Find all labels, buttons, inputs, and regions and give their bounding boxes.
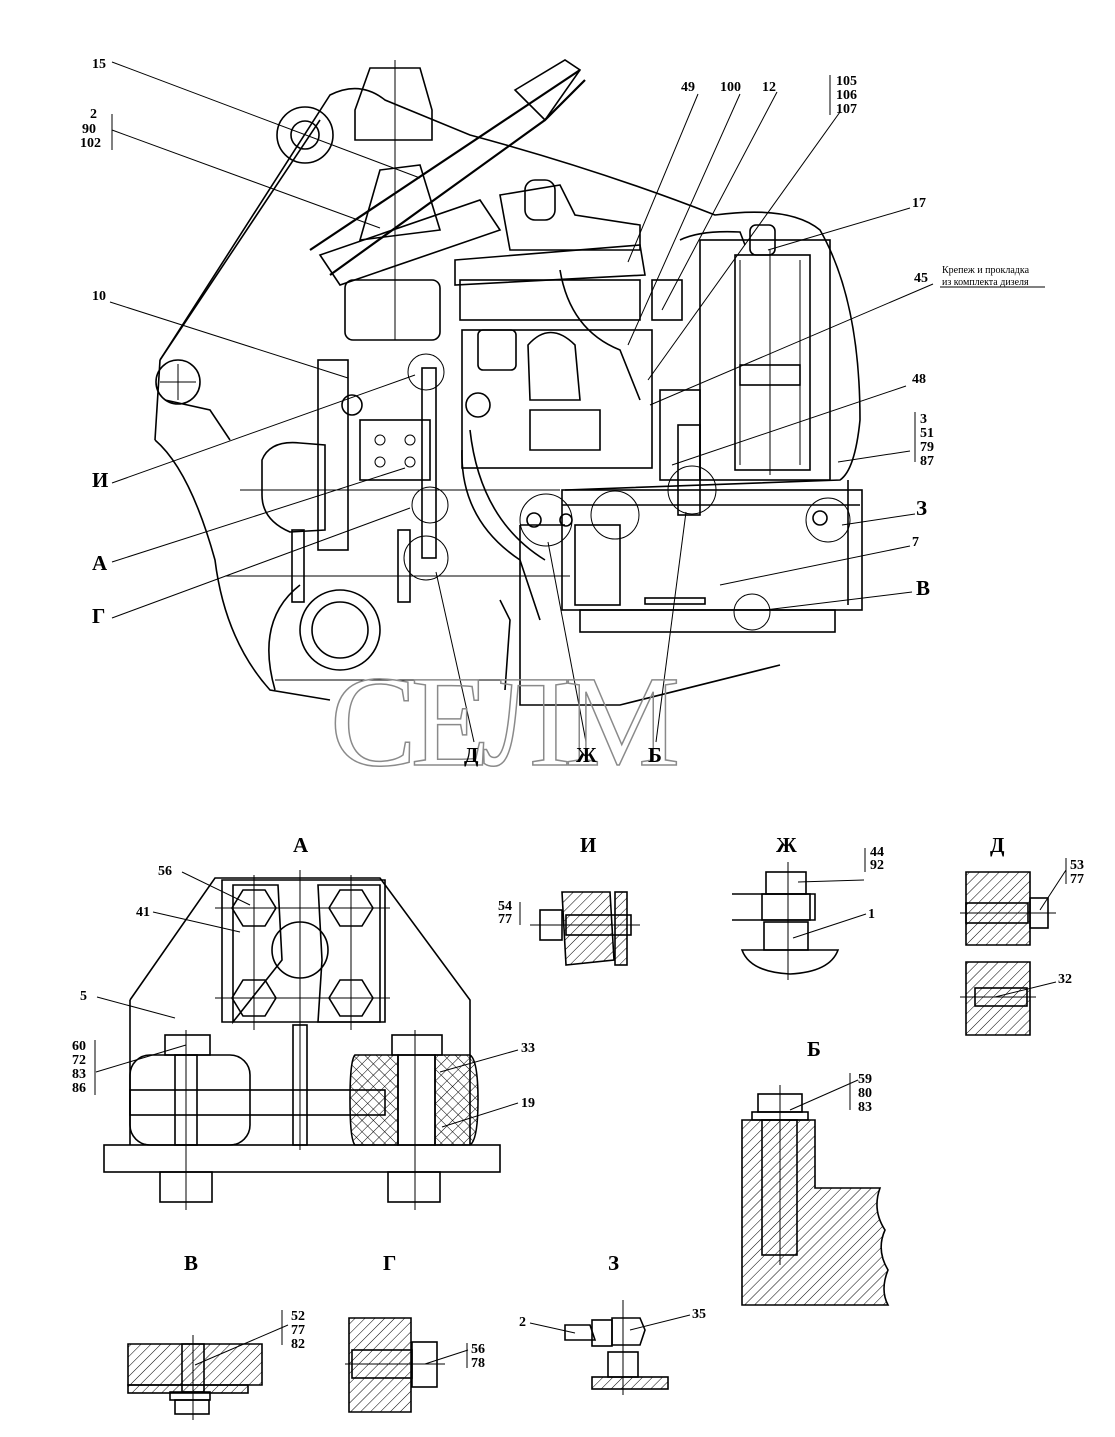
detail-i-callout-77: 77 (498, 912, 512, 927)
callout-17: 17 (912, 196, 926, 211)
callout-87: 87 (920, 454, 934, 469)
callout-107: 107 (836, 102, 857, 117)
detail-i-title: И (580, 833, 596, 857)
detail-g-callout-56: 56 (471, 1342, 485, 1357)
view-marker-b: Б (648, 743, 662, 767)
detail-v-callout-77: 77 (291, 1323, 305, 1338)
detail-view-a (94, 870, 519, 1210)
view-marker-zh: Ж (576, 743, 597, 767)
detail-view-v (127, 1310, 289, 1420)
callout-7: 7 (912, 535, 919, 550)
detail-d-callout-77: 77 (1070, 872, 1084, 887)
detail-a-callout-33: 33 (521, 1041, 535, 1056)
view-marker-z: З (916, 496, 927, 520)
callout-12: 12 (762, 80, 776, 95)
callout-2: 2 (90, 107, 97, 122)
detail-a-callout-60: 60 (72, 1039, 86, 1054)
detail-view-zh (732, 848, 867, 980)
callout-3: 3 (920, 412, 927, 427)
callout-100: 100 (720, 80, 741, 95)
callout-48: 48 (912, 372, 926, 387)
detail-view-d (960, 858, 1067, 1036)
detail-a-callout-19: 19 (521, 1096, 535, 1111)
view-marker-g: Г (92, 604, 105, 628)
callout-90: 90 (82, 122, 96, 137)
detail-b-callout-59: 59 (858, 1072, 872, 1087)
callout-10: 10 (92, 289, 106, 304)
callout-45: 45 (914, 271, 928, 286)
detail-v-callout-52: 52 (291, 1309, 305, 1324)
detail-d-title: Д (990, 833, 1005, 857)
detail-zh-callout-1: 1 (868, 907, 875, 922)
detail-a-callout-72: 72 (72, 1053, 86, 1068)
detail-g-title: Г (383, 1251, 396, 1275)
detail-a-callout-86: 86 (72, 1081, 86, 1096)
detail-b-title: Б (807, 1037, 821, 1061)
callout-49: 49 (681, 80, 695, 95)
detail-b-callout-83: 83 (858, 1100, 872, 1115)
view-marker-v: В (916, 576, 930, 600)
callout-45-note-line2: из комплекта дизеля (942, 277, 1029, 288)
detail-z-callout-35: 35 (692, 1307, 706, 1322)
detail-view-z (529, 1300, 691, 1395)
detail-zh-callout-92: 92 (870, 858, 884, 873)
detail-v-title: В (184, 1251, 198, 1275)
callout-15: 15 (92, 57, 106, 72)
callout-51: 51 (920, 426, 934, 441)
callout-45-note-line1: Крепеж и прокладка (942, 265, 1030, 276)
detail-a-callout-83: 83 (72, 1067, 86, 1082)
detail-v-callout-82: 82 (291, 1337, 305, 1352)
callout-102: 102 (80, 136, 101, 151)
detail-z-title: З (608, 1251, 619, 1275)
detail-zh-title: Ж (776, 833, 797, 857)
detail-i-callout-54: 54 (498, 899, 512, 914)
detail-a-title: А (293, 833, 309, 857)
view-marker-d: Д (464, 743, 479, 767)
detail-a-callout-5: 5 (80, 989, 87, 1004)
detail-d-callout-32: 32 (1058, 972, 1072, 987)
detail-zh-callout-44: 44 (870, 845, 884, 860)
detail-view-i (519, 891, 640, 966)
detail-a-callout-41: 41 (136, 905, 150, 920)
detail-view-g (345, 1317, 469, 1413)
view-marker-i: И (92, 468, 108, 492)
detail-d-callout-53: 53 (1070, 858, 1084, 873)
callout-105: 105 (836, 74, 857, 89)
watermark-text: СЕЛМ (330, 650, 677, 794)
main-assembly-view (109, 59, 1045, 743)
callout-106: 106 (836, 88, 857, 103)
view-marker-a: А (92, 551, 108, 575)
detail-view-b (741, 1073, 890, 1306)
detail-z-callout-2: 2 (519, 1315, 526, 1330)
detail-a-callout-56: 56 (158, 864, 172, 879)
detail-g-callout-78: 78 (471, 1356, 485, 1371)
callout-79: 79 (920, 440, 934, 455)
detail-b-callout-80: 80 (858, 1086, 872, 1101)
